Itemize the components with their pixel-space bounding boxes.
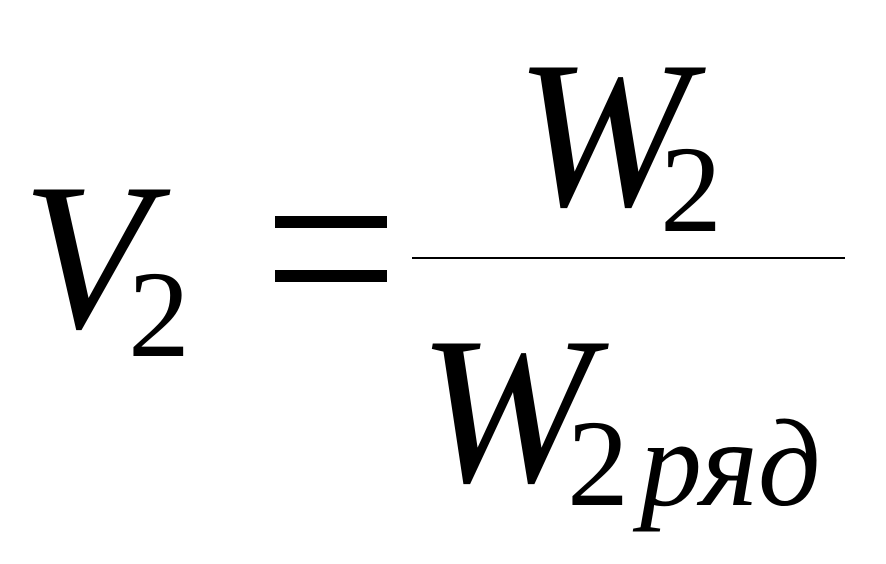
equals-bar-top — [275, 216, 387, 228]
numerator-subscript: 2 — [660, 121, 722, 258]
denominator-subscript-digit: 2 — [567, 395, 629, 532]
equals-bar-bottom — [275, 270, 387, 282]
lhs-subscript: 2 — [128, 246, 190, 383]
numerator-symbol: W — [515, 19, 690, 251]
denominator-subscript-text: ряд — [640, 395, 821, 532]
lhs-symbol: V — [22, 141, 151, 373]
denominator-symbol: W — [418, 295, 593, 527]
fraction-bar — [412, 257, 845, 259]
